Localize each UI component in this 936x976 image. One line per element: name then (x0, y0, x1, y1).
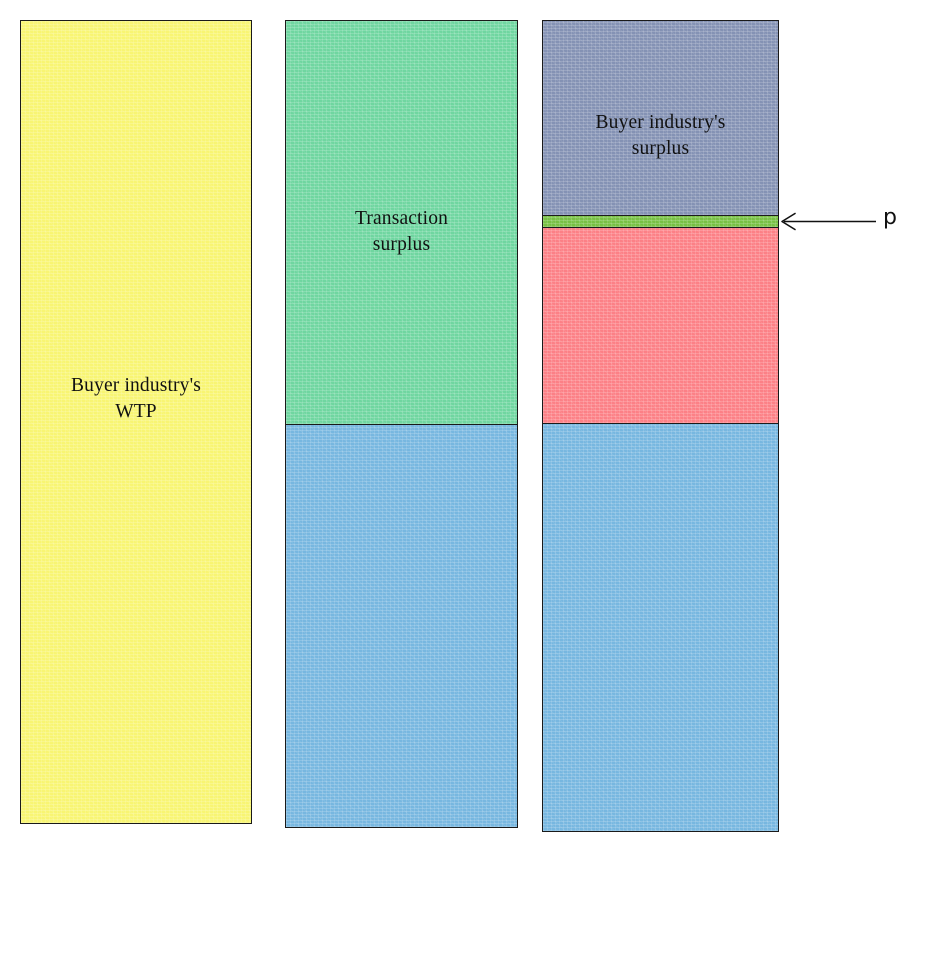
focal-industry-marginal-cost-block[interactable]: Focal industry marginal cost (285, 424, 518, 828)
focal-industry-surplus-block[interactable]: Focal industry's surplus (appropriated) (542, 227, 779, 424)
buyer-industry-wtp-block[interactable]: Buyer industry's WTP (20, 20, 252, 824)
price-label: p (883, 205, 897, 230)
buyer-industry-wtp-label: Buyer industry's WTP (71, 375, 201, 422)
transaction-surplus-block[interactable]: Transaction surplus (285, 20, 518, 425)
price-annotation: p (770, 196, 936, 248)
buyer-industry-surplus-block[interactable]: Buyer industry's surplus (542, 20, 779, 216)
buyer-industry-surplus-label: Buyer industry's surplus (595, 112, 726, 159)
price-arrow-icon (781, 212, 876, 231)
transaction-surplus-label: Transaction surplus (354, 208, 448, 255)
focal-industry-marginal-cost-block[interactable]: Focal industry marginal cost (542, 423, 779, 832)
